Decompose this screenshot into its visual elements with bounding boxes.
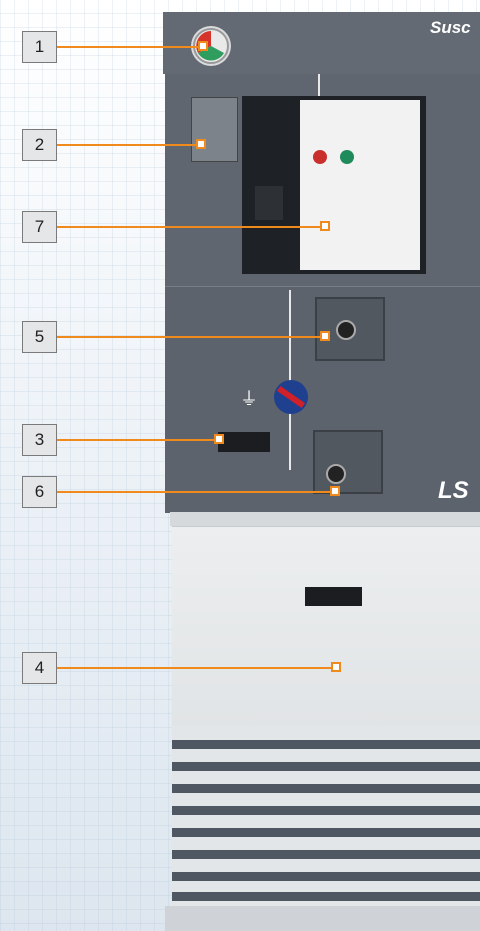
red-indicator-icon — [313, 150, 327, 164]
leader-line-6 — [57, 491, 332, 493]
marker-1 — [198, 41, 208, 51]
ls-logo: LS — [438, 477, 469, 504]
marker-4 — [331, 662, 341, 672]
keyhole-icon — [336, 320, 356, 340]
leader-line-1 — [57, 46, 202, 48]
inspection-window — [191, 97, 238, 162]
green-indicator-icon — [340, 150, 354, 164]
door-handle — [305, 587, 362, 606]
ventilation-grille — [172, 726, 480, 906]
cabinet-plinth — [165, 906, 480, 931]
keyhole-icon — [326, 464, 346, 484]
callout-7: 7 — [22, 211, 57, 243]
marker-7 — [320, 221, 330, 231]
marker-5 — [320, 331, 330, 341]
callout-4: 4 — [22, 652, 57, 684]
marker-3 — [214, 434, 224, 444]
divider-line — [318, 74, 320, 96]
cabinet-separator — [170, 512, 480, 526]
callout-3: 3 — [22, 424, 57, 456]
leader-line-3 — [57, 439, 216, 441]
callout-2: 2 — [22, 129, 57, 161]
brand-text: Susc — [430, 18, 471, 37]
relay-control-face — [300, 100, 420, 270]
key-switch-lower — [313, 430, 383, 494]
relay-keypad — [255, 186, 283, 220]
callout-6: 6 — [22, 476, 57, 508]
leader-line-2 — [57, 144, 199, 146]
callout-1: 1 — [22, 31, 57, 63]
marker-6 — [330, 486, 340, 496]
callout-5: 5 — [22, 321, 57, 353]
leader-line-5 — [57, 336, 323, 338]
leader-line-7 — [57, 226, 323, 228]
leader-line-4 — [57, 667, 333, 669]
marker-2 — [196, 139, 206, 149]
operation-slot — [218, 432, 270, 452]
earth-symbol-icon: ⏚ — [240, 389, 258, 409]
cabinet-lower-door — [172, 526, 480, 727]
